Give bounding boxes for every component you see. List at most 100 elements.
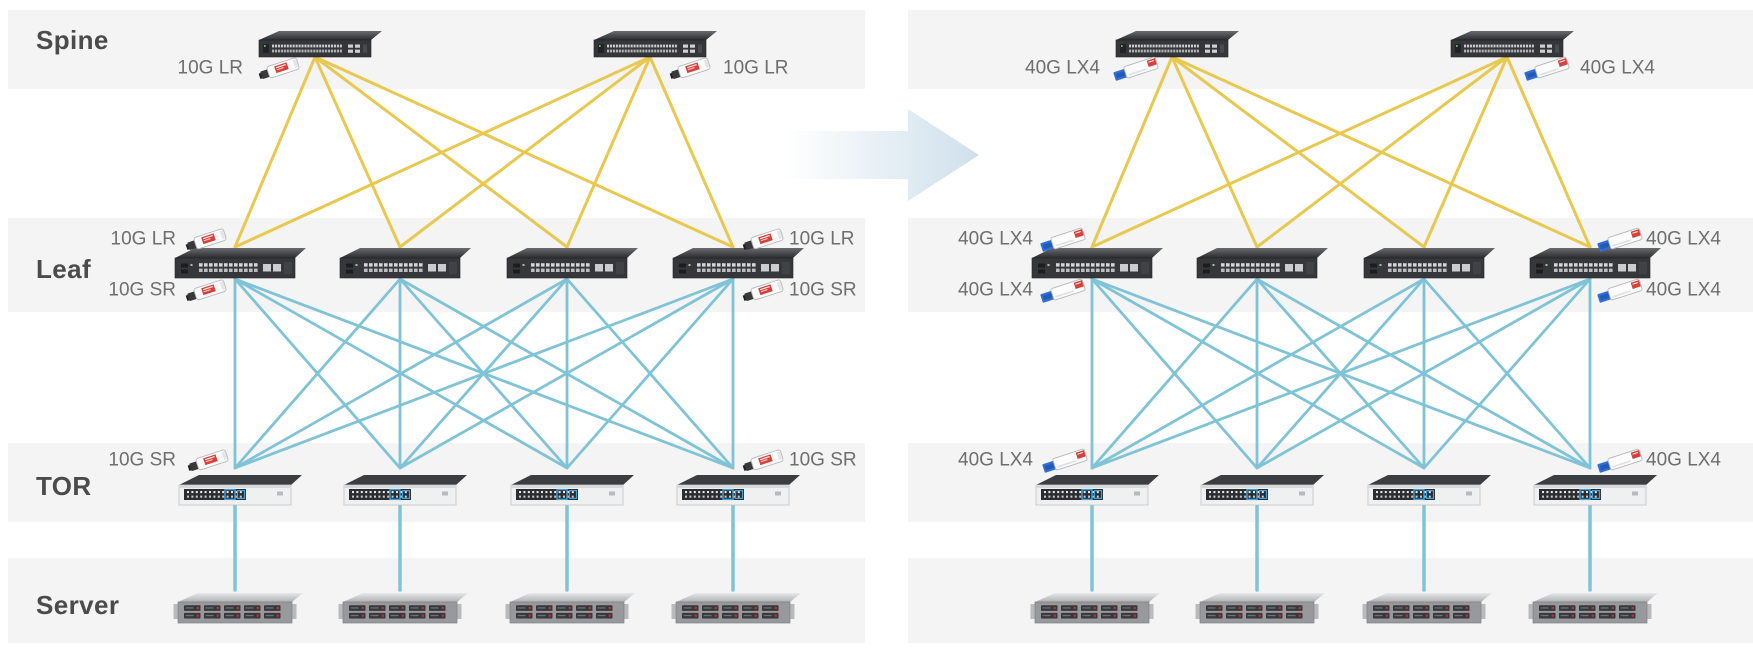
- optic-label-spine_right-before: 10G LR: [723, 57, 789, 79]
- device-top-face: [677, 475, 800, 485]
- spine-leaf-link: [233, 55, 652, 249]
- optic-label-spine_right-after: 40G LX4: [1580, 57, 1655, 79]
- device-top-face: [1534, 475, 1657, 485]
- tor-switch: [178, 475, 302, 506]
- sfp-transceiver-icon: [669, 57, 711, 79]
- leaf-switch: [1529, 248, 1661, 279]
- spine-switch: [258, 31, 382, 58]
- spine-switch: [1115, 31, 1239, 58]
- optic-label-tor_left-after: 40G LX4: [958, 449, 1033, 471]
- device-top-face: [1032, 248, 1163, 258]
- sfp-transceiver-icon: [742, 279, 784, 301]
- device-top-face: [507, 248, 638, 258]
- optic-label-spine_left-after: 40G LX4: [1025, 57, 1100, 79]
- optic-label-leaf_downlink_left-before: 10G SR: [108, 279, 176, 301]
- server: [1362, 593, 1492, 624]
- leaf-switch: [1196, 248, 1328, 279]
- optic-label-leaf_uplink_left-after: 40G LX4: [958, 228, 1033, 250]
- optic-label-leaf_uplink_left-before: 10G LR: [110, 228, 176, 250]
- device-top-face: [1116, 31, 1239, 40]
- device-top-face: [1200, 593, 1325, 602]
- optic-label-spine_left-before: 10G LR: [177, 57, 243, 79]
- optic-label-tor_right-after: 40G LX4: [1646, 449, 1721, 471]
- server: [505, 593, 635, 624]
- qsfp-transceiver-icon: [1597, 448, 1643, 473]
- qsfp-transceiver-icon: [1042, 448, 1088, 473]
- sfp-transceiver-icon: [742, 449, 784, 471]
- spine-leaf-link: [1422, 55, 1509, 249]
- spine-leaf-link: [1090, 55, 1509, 249]
- server: [338, 593, 468, 624]
- tor-switch: [676, 475, 800, 506]
- sfp-transceiver-icon: [185, 279, 227, 301]
- spine-switch: [1450, 31, 1574, 58]
- row-label-server: Server: [36, 590, 120, 620]
- leaf-tor-link: [1422, 277, 1592, 470]
- qsfp-transceiver-icon: [1113, 56, 1159, 81]
- device-top-face: [1368, 475, 1491, 485]
- server: [173, 593, 303, 624]
- sfp-transceiver-icon: [187, 449, 229, 471]
- leaf-tor-link: [1090, 277, 1426, 470]
- device-top-face: [510, 593, 635, 602]
- spine-leaf-link: [313, 55, 402, 249]
- server: [1195, 593, 1325, 624]
- device-top-face: [594, 31, 717, 40]
- leaf-switch: [174, 248, 306, 279]
- leaf-switch: [339, 248, 471, 279]
- qsfp-transceiver-icon: [1597, 227, 1643, 252]
- optic-label-leaf_downlink_left-after: 40G LX4: [958, 279, 1033, 301]
- leaf-tor-link: [233, 277, 402, 470]
- spine-leaf-link: [565, 55, 652, 249]
- optic-label-tor_right-before: 10G SR: [789, 449, 857, 471]
- device-top-face: [1201, 475, 1324, 485]
- leaf-switch: [506, 248, 638, 279]
- qsfp-transceiver-icon: [1040, 278, 1086, 303]
- leaf-tor-link: [398, 277, 735, 470]
- device-top-face: [676, 593, 801, 602]
- device-top-face: [1533, 593, 1658, 602]
- device-top-face: [1035, 593, 1160, 602]
- optic-label-leaf_uplink_right-after: 40G LX4: [1646, 228, 1721, 250]
- device-top-face: [1364, 248, 1495, 258]
- spine-leaf-link: [1255, 55, 1509, 249]
- sfp-transceiver-icon: [258, 57, 300, 79]
- device-top-face: [673, 248, 804, 258]
- sfp-transceiver-icon: [185, 228, 227, 250]
- leaf-tor-link: [233, 277, 735, 470]
- spine-leaf-link: [398, 55, 652, 249]
- device-top-face: [511, 475, 634, 485]
- optic-label-leaf_downlink_right-before: 10G SR: [789, 279, 857, 301]
- tor-switch: [343, 475, 467, 506]
- leaf-tor-link: [233, 277, 569, 470]
- device-top-face: [1197, 248, 1328, 258]
- row-band-spine-before: [8, 10, 865, 89]
- optic-label-leaf_uplink_right-before: 10G LR: [789, 228, 855, 250]
- device-top-face: [1451, 31, 1574, 40]
- device-top-face: [344, 475, 467, 485]
- tor-switch: [1367, 475, 1491, 506]
- leaf-switch: [1363, 248, 1495, 279]
- qsfp-transceiver-icon: [1040, 227, 1086, 252]
- qsfp-transceiver-icon: [1524, 56, 1570, 81]
- spine-leaf-link: [1505, 55, 1592, 249]
- device-top-face: [1530, 248, 1661, 258]
- leaf-tor-link: [1090, 277, 1592, 470]
- row-label-tor: TOR: [36, 471, 92, 501]
- device-top-face: [178, 593, 303, 602]
- device-top-face: [1036, 475, 1159, 485]
- row-band-spine-after: [908, 10, 1753, 89]
- device-top-face: [179, 475, 302, 485]
- row-label-leaf: Leaf: [36, 254, 92, 284]
- device-top-face: [1367, 593, 1492, 602]
- leaf-switch: [672, 248, 804, 279]
- spine-leaf-link: [1170, 55, 1259, 249]
- tor-switch: [510, 475, 634, 506]
- leaf-tor-link: [1090, 277, 1259, 470]
- leaf-tor-link: [1255, 277, 1592, 470]
- tor-switch: [1035, 475, 1159, 506]
- spine-leaf-link: [233, 55, 317, 249]
- leaf-switch: [1031, 248, 1163, 279]
